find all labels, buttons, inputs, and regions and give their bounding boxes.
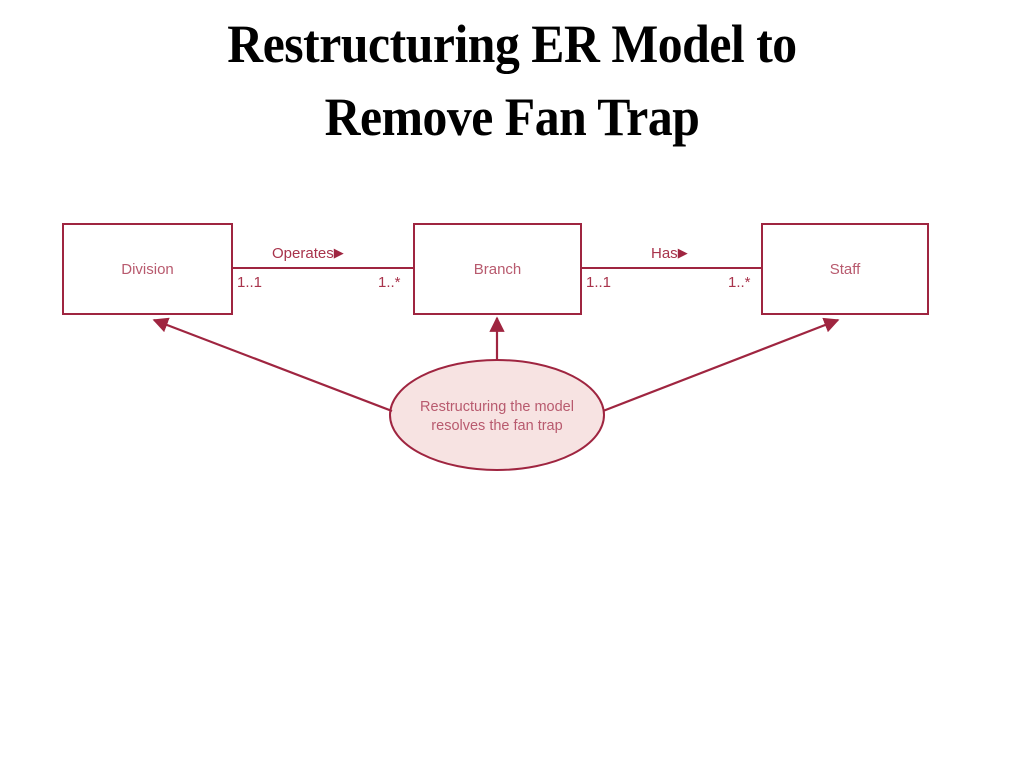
entity-staff-label: Staff xyxy=(829,260,861,278)
relationship-has-label: Has▶ xyxy=(651,245,688,262)
page-title-line-2: Remove Fan Trap xyxy=(324,87,700,148)
fan-trap-note-text: Restructuring the model resolves the fan… xyxy=(390,398,604,436)
entity-division[interactable]: Division xyxy=(62,223,233,315)
cardinality-branch-operates: 1..* xyxy=(378,274,401,291)
cardinality-staff-has: 1..* xyxy=(728,274,751,291)
entity-staff[interactable]: Staff xyxy=(761,223,929,315)
entity-branch-label: Branch xyxy=(473,260,522,278)
entity-branch[interactable]: Branch xyxy=(413,223,582,315)
note-pointer-to-division xyxy=(152,317,393,413)
relationship-operates-text: Operates xyxy=(272,245,334,262)
entity-division-label: Division xyxy=(121,260,174,278)
fan-trap-note-line-2: resolves the fan trap xyxy=(431,418,563,434)
relationship-direction-arrow-icon: ▶ xyxy=(333,245,344,260)
relationship-operates-label: Operates▶ xyxy=(272,245,344,262)
relationship-has-text: Has xyxy=(651,245,678,262)
relationship-direction-arrow-icon: ▶ xyxy=(677,245,688,260)
page-title-line-1: Restructuring ER Model to xyxy=(227,14,797,74)
cardinality-division-operates: 1..1 xyxy=(237,274,263,291)
fan-trap-note-line-1: Restructuring the model xyxy=(420,399,574,415)
cardinality-branch-has: 1..1 xyxy=(586,274,612,291)
page-title: Restructuring ER Model to Remove Fan Tra… xyxy=(41,8,983,155)
note-pointer-to-staff xyxy=(602,317,840,413)
